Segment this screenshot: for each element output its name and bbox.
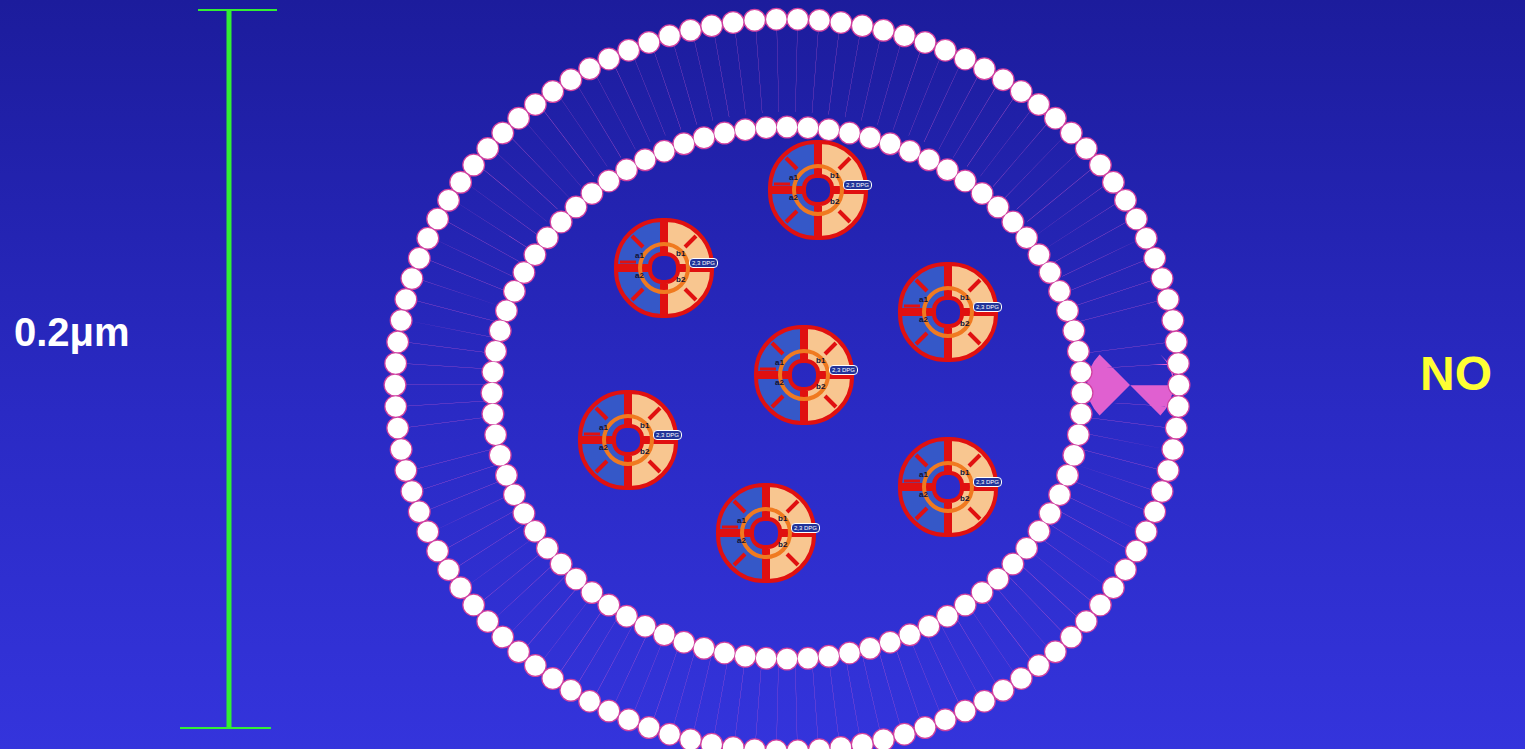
- dpg-tag: 2,3 DPG: [653, 430, 682, 440]
- subunit-label: a1: [737, 517, 746, 525]
- side-label: NO: [1420, 350, 1492, 398]
- subunit-label: b1: [778, 515, 787, 523]
- dpg-tag: 2,3 DPG: [973, 302, 1002, 312]
- subunit-label: b2: [960, 320, 969, 328]
- subunit-label: b2: [640, 448, 649, 456]
- subunit-label: a1: [789, 174, 798, 182]
- dpg-tag: 2,3 DPG: [829, 365, 858, 375]
- subunit-label: b2: [960, 495, 969, 503]
- dpg-tag: 2,3 DPG: [791, 523, 820, 533]
- subunit-label: a2: [789, 194, 798, 202]
- subunit-label: a1: [775, 359, 784, 367]
- subunit-label: a1: [919, 471, 928, 479]
- subunit-label: a2: [919, 316, 928, 324]
- subunit-label: a2: [635, 272, 644, 280]
- subunit-label: a1: [635, 252, 644, 260]
- subunit-label: b1: [816, 357, 825, 365]
- subunit-label: b1: [830, 172, 839, 180]
- subunit-label: b2: [778, 541, 787, 549]
- dpg-tag: 2,3 DPG: [973, 477, 1002, 487]
- subunit-label: a2: [599, 444, 608, 452]
- subunit-label: b2: [676, 276, 685, 284]
- subunit-label: a1: [919, 296, 928, 304]
- dpg-tag: 2,3 DPG: [689, 258, 718, 268]
- subunit-label: b1: [676, 250, 685, 258]
- subunit-label: b1: [960, 469, 969, 477]
- subunit-label: b1: [640, 422, 649, 430]
- subunit-label: a2: [919, 491, 928, 499]
- dpg-tag: 2,3 DPG: [843, 180, 872, 190]
- subunit-label: a1: [599, 424, 608, 432]
- subunit-label: b2: [830, 198, 839, 206]
- subunit-label: a2: [775, 379, 784, 387]
- subunit-label: b1: [960, 294, 969, 302]
- subunit-label: b2: [816, 383, 825, 391]
- scale-label: 0.2μm: [14, 312, 130, 352]
- subunit-label: a2: [737, 537, 746, 545]
